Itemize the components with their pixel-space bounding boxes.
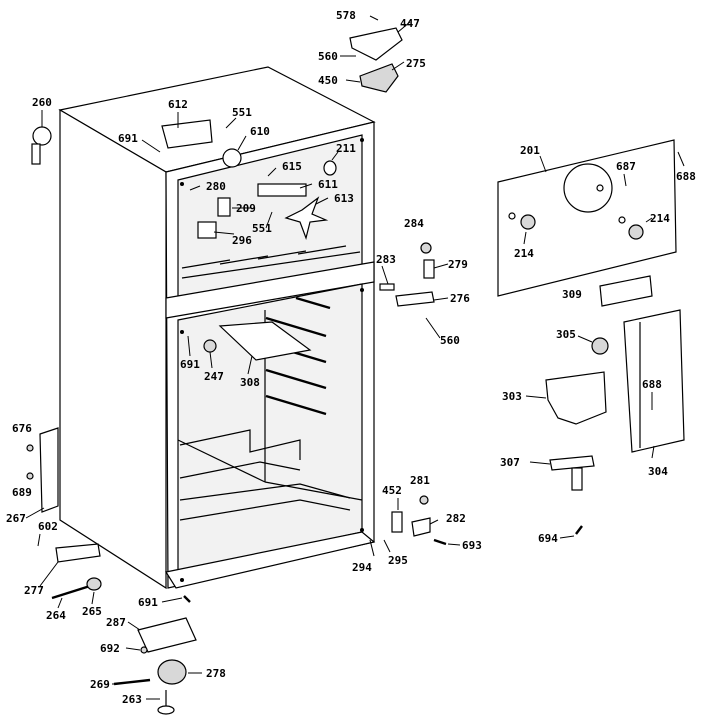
fan-motor bbox=[222, 148, 242, 168]
callout-275: 275 bbox=[406, 57, 426, 70]
diffuser-303 bbox=[545, 371, 607, 425]
switch-209 bbox=[217, 197, 231, 217]
callout-691b: 691 bbox=[180, 358, 200, 371]
pin-269 bbox=[113, 678, 151, 686]
control-shaft-307 bbox=[549, 455, 595, 471]
callout-209: 209 bbox=[236, 202, 256, 215]
callout-691: 691 bbox=[118, 132, 138, 145]
callout-613: 613 bbox=[334, 192, 354, 205]
callout-260: 260 bbox=[32, 96, 52, 109]
callout-247: 247 bbox=[204, 370, 224, 383]
control-panel-201 bbox=[497, 139, 677, 297]
callout-267: 267 bbox=[6, 512, 26, 525]
leveler-foot-263 bbox=[157, 705, 175, 715]
callout-602: 602 bbox=[38, 520, 58, 533]
callout-688b: 688 bbox=[642, 378, 662, 391]
plug-211 bbox=[323, 160, 337, 176]
hinge-cover-447 bbox=[349, 27, 403, 61]
callout-279: 279 bbox=[448, 258, 468, 271]
knob-214-right bbox=[628, 224, 644, 240]
callout-611: 611 bbox=[318, 178, 338, 191]
air-duct-304 bbox=[623, 309, 685, 453]
cabinet-shell bbox=[58, 66, 376, 590]
bracket-283 bbox=[379, 283, 395, 291]
callout-308: 308 bbox=[240, 376, 260, 389]
callout-284: 284 bbox=[404, 217, 424, 230]
part-260-cam bbox=[31, 126, 52, 165]
callout-689: 689 bbox=[12, 486, 32, 499]
callout-691c: 691 bbox=[138, 596, 158, 609]
screw-692 bbox=[140, 646, 148, 654]
callout-282: 282 bbox=[446, 512, 466, 525]
top-hinge-275 bbox=[359, 63, 399, 93]
evaporator-fan-blade bbox=[284, 196, 329, 241]
roller-278 bbox=[157, 659, 187, 685]
callout-264: 264 bbox=[46, 609, 66, 622]
screw-689 bbox=[26, 472, 34, 480]
callout-309: 309 bbox=[562, 288, 582, 301]
callout-263: 263 bbox=[122, 693, 142, 706]
callout-305: 305 bbox=[556, 328, 576, 341]
callout-294: 294 bbox=[352, 561, 372, 574]
callout-610: 610 bbox=[250, 125, 270, 138]
callout-450: 450 bbox=[318, 74, 338, 87]
callout-560b: 560 bbox=[440, 334, 460, 347]
bracket-611 bbox=[257, 183, 307, 197]
callout-452: 452 bbox=[382, 484, 402, 497]
leveler-rod-264 bbox=[51, 584, 91, 600]
screw-676 bbox=[26, 444, 34, 452]
callout-676: 676 bbox=[12, 422, 32, 435]
left-bracket-267 bbox=[39, 427, 59, 513]
callout-615: 615 bbox=[282, 160, 302, 173]
nut-284 bbox=[420, 242, 432, 254]
callout-214-right: 214 bbox=[650, 212, 670, 225]
callout-551b: 551 bbox=[252, 222, 272, 235]
callout-303: 303 bbox=[502, 390, 522, 403]
callout-307: 307 bbox=[500, 456, 520, 469]
callout-277: 277 bbox=[24, 584, 44, 597]
callout-287: 287 bbox=[106, 616, 126, 629]
knob-305 bbox=[591, 337, 609, 355]
temperature-control-housing bbox=[218, 321, 312, 361]
callout-295: 295 bbox=[388, 554, 408, 567]
callout-688: 688 bbox=[676, 170, 696, 183]
callout-269: 269 bbox=[90, 678, 110, 691]
callout-labels: 578 447 560 450 275 260 612 551 691 610 … bbox=[6, 9, 696, 706]
callout-280: 280 bbox=[206, 180, 226, 193]
hinge-282 bbox=[411, 517, 431, 537]
callout-265: 265 bbox=[82, 605, 102, 618]
callout-693: 693 bbox=[462, 539, 482, 552]
callout-304: 304 bbox=[648, 465, 668, 478]
bracket-452 bbox=[391, 511, 403, 533]
callout-560: 560 bbox=[318, 50, 338, 63]
callout-276: 276 bbox=[450, 292, 470, 305]
washer-281 bbox=[419, 495, 429, 505]
hinge-276 bbox=[395, 291, 435, 307]
callout-551: 551 bbox=[232, 106, 252, 119]
defrost-timer bbox=[161, 119, 213, 149]
stud-279 bbox=[423, 259, 435, 279]
callout-283: 283 bbox=[376, 253, 396, 266]
callout-281: 281 bbox=[410, 474, 430, 487]
callout-694: 694 bbox=[538, 532, 558, 545]
callout-692: 692 bbox=[100, 642, 120, 655]
callout-578: 578 bbox=[336, 9, 356, 22]
callout-211: 211 bbox=[336, 142, 356, 155]
bracket-277 bbox=[55, 543, 101, 563]
label-plate-309 bbox=[599, 275, 653, 307]
callout-612: 612 bbox=[168, 98, 188, 111]
callout-296: 296 bbox=[232, 234, 252, 247]
callout-214-left: 214 bbox=[514, 247, 534, 260]
callout-278: 278 bbox=[206, 667, 226, 680]
bottom-hinge-287 bbox=[137, 617, 197, 653]
callout-687: 687 bbox=[616, 160, 636, 173]
callout-447: 447 bbox=[400, 17, 420, 30]
light-socket bbox=[197, 221, 217, 239]
roller-265 bbox=[86, 577, 102, 591]
part-247 bbox=[203, 339, 217, 353]
callout-201: 201 bbox=[520, 144, 540, 157]
knob-214-left bbox=[520, 214, 536, 230]
